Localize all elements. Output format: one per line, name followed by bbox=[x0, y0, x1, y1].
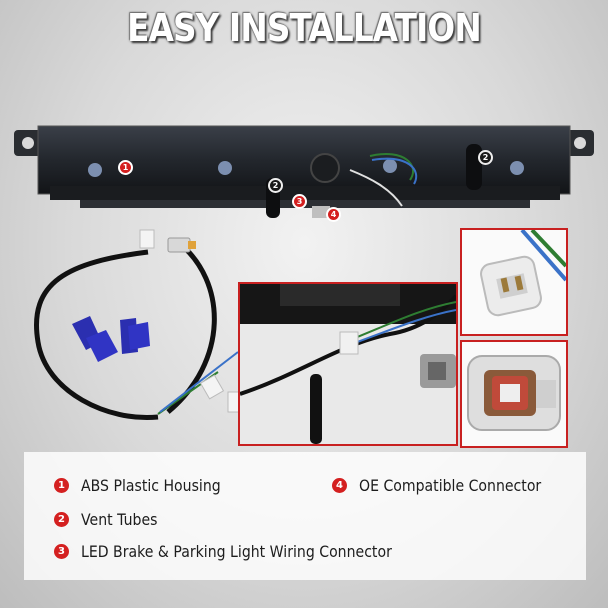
feature-legend: 1 ABS Plastic Housing 4 OE Compatible Co… bbox=[24, 452, 586, 580]
legend-label-oe-connector: OE Compatible Connector bbox=[359, 476, 542, 495]
marker-1-housing: 1 bbox=[118, 160, 133, 175]
legend-item-vent-tubes: 2 Vent Tubes bbox=[54, 510, 168, 529]
number-badge-2: 2 bbox=[54, 512, 69, 527]
marker-2-right-vent: 2 bbox=[478, 150, 493, 165]
wiring-harness-photo bbox=[34, 229, 243, 421]
legend-label-wiring-connector: LED Brake & Parking Light Wiring Connect… bbox=[81, 542, 392, 561]
marker-2-left-vent: 2 bbox=[268, 178, 283, 193]
connector-inset-top bbox=[460, 228, 568, 336]
legend-label-vent-tubes: Vent Tubes bbox=[81, 510, 158, 529]
legend-item-wiring-connector: 3 LED Brake & Parking Light Wiring Conne… bbox=[54, 542, 434, 561]
connector-inset-bottom bbox=[460, 340, 568, 448]
blue-splice-connector-left bbox=[72, 316, 118, 362]
legend-item-housing: 1 ABS Plastic Housing bbox=[54, 476, 240, 495]
page-title: EASY INSTALLATION bbox=[127, 6, 482, 50]
marker-3-wiring: 3 bbox=[292, 194, 307, 209]
marker-4-connector: 4 bbox=[326, 207, 341, 222]
blue-splice-connector-right bbox=[120, 318, 150, 354]
legend-label-housing: ABS Plastic Housing bbox=[81, 476, 221, 495]
light-housing-photo bbox=[14, 125, 594, 218]
number-badge-3: 3 bbox=[54, 544, 69, 559]
number-badge-4: 4 bbox=[332, 478, 347, 493]
wiring-closeup-inset bbox=[238, 282, 458, 446]
number-badge-1: 1 bbox=[54, 478, 69, 493]
legend-item-oe-connector: 4 OE Compatible Connector bbox=[332, 476, 566, 495]
